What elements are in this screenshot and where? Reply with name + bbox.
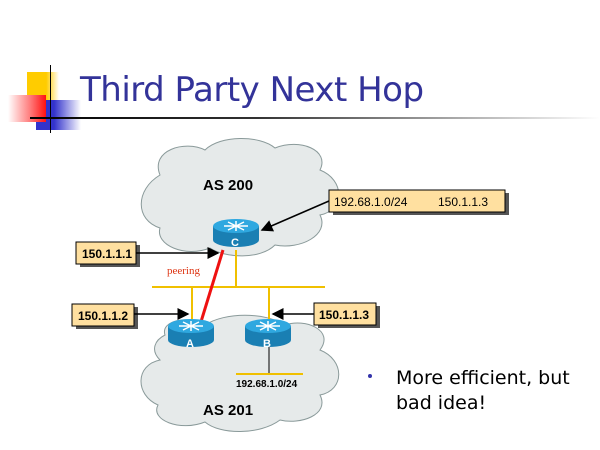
cloud-label-as201: AS 201 xyxy=(203,402,253,419)
a-address: 150.1.1.2 xyxy=(78,309,128,323)
cloud-as200 xyxy=(140,138,340,257)
router-a[interactable]: A xyxy=(168,319,214,350)
route-next-hop: 150.1.1.3 xyxy=(438,195,488,209)
router-b-label: B xyxy=(263,338,271,350)
title-underline xyxy=(30,117,600,119)
route-prefix: 192.68.1.0/24 xyxy=(334,195,408,209)
router-c[interactable]: C xyxy=(213,219,259,249)
title-decor-vertical-line xyxy=(50,65,51,133)
router-b[interactable]: B xyxy=(245,319,291,350)
bullet-icon xyxy=(368,374,372,378)
router-a-icon xyxy=(179,321,203,331)
cloud-label-as200: AS 200 xyxy=(203,177,253,194)
bullet-item: More efficient, but bad idea! xyxy=(396,367,570,414)
b-address: 150.1.1.3 xyxy=(319,308,369,322)
router-a-label: A xyxy=(186,338,194,350)
route-callout-arrow xyxy=(260,200,330,232)
c-address: 150.1.1.1 xyxy=(82,247,132,261)
router-c-icon xyxy=(224,221,248,231)
router-c-label: C xyxy=(231,237,239,249)
peering-link xyxy=(198,249,225,326)
peering-label: peering xyxy=(167,265,200,277)
slide-title: Third Party Next Hop xyxy=(80,70,424,110)
router-b-icon xyxy=(256,321,280,331)
as201-network-label: 192.68.1.0/24 xyxy=(236,379,298,390)
a-address-callout xyxy=(71,303,135,327)
